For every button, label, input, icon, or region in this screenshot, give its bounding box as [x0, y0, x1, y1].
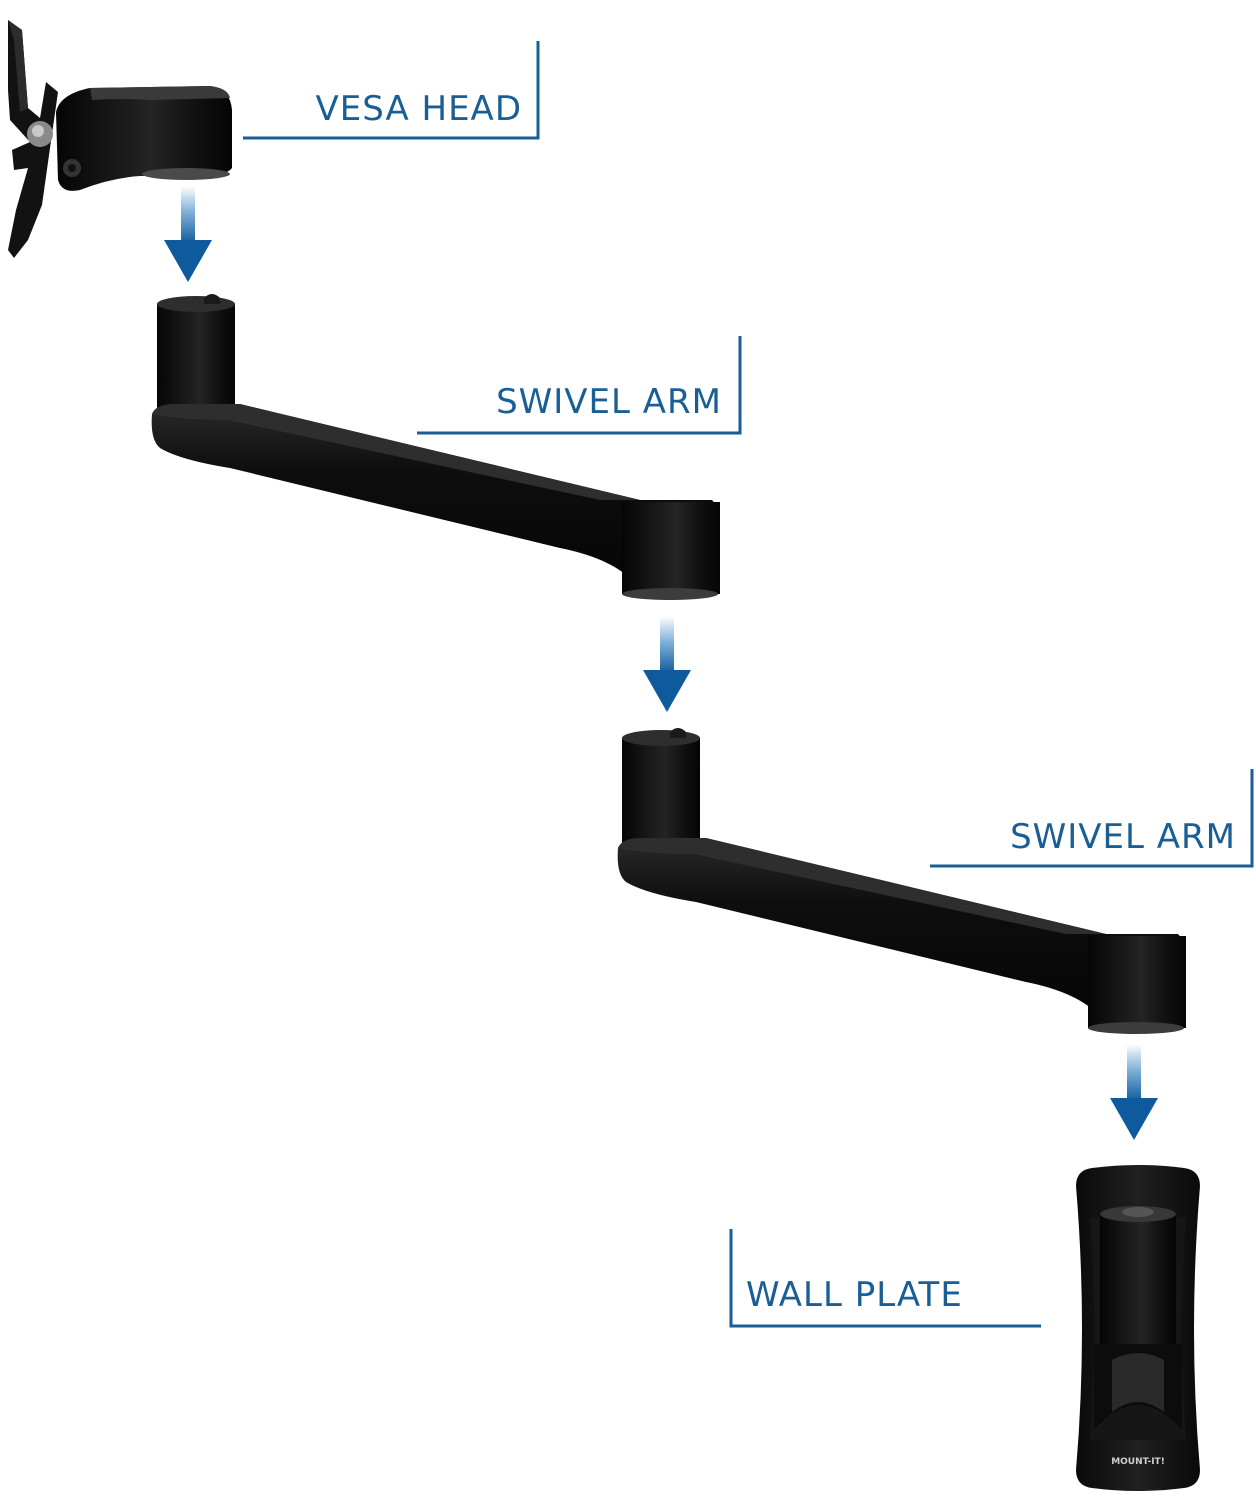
- label-swivel-arm-2: SWIVEL ARM: [1010, 817, 1236, 857]
- vesa-ball-highlight: [32, 125, 44, 137]
- swivel-arm-1-part: [152, 294, 720, 600]
- label-wall-plate: WALL PLATE: [746, 1275, 963, 1315]
- wall-plate-post: [1100, 1214, 1176, 1344]
- arm1-end-cylinder: [622, 502, 720, 594]
- arm2-end-bottom: [1088, 1022, 1184, 1034]
- arm2-end-cylinder: [1088, 936, 1186, 1028]
- wall-plate-part: MOUNT-IT!: [1076, 1165, 1200, 1491]
- arm1-post-tab: [204, 294, 220, 304]
- vesa-head-bottom-ring: [142, 168, 230, 180]
- arm1-post-top: [157, 296, 235, 312]
- arrow-down-icon: [643, 616, 691, 712]
- arm2-post-top: [622, 730, 700, 746]
- vesa-head-top: [90, 86, 230, 100]
- arm2-post-tab: [670, 728, 686, 738]
- swivel-arm-2-part: [618, 728, 1186, 1034]
- arm1-end-bottom: [622, 588, 718, 600]
- arrow-down-icon: [1110, 1044, 1158, 1140]
- vesa-head-part: [8, 20, 232, 258]
- wall-plate-post-cap: [1122, 1207, 1154, 1217]
- label-swivel-arm-1: SWIVEL ARM: [496, 382, 722, 422]
- label-vesa-head: VESA HEAD: [315, 89, 522, 129]
- arrow-down-icon: [164, 186, 212, 282]
- wall-plate-logo: MOUNT-IT!: [1111, 1457, 1165, 1467]
- vesa-head-knob-center: [68, 164, 76, 172]
